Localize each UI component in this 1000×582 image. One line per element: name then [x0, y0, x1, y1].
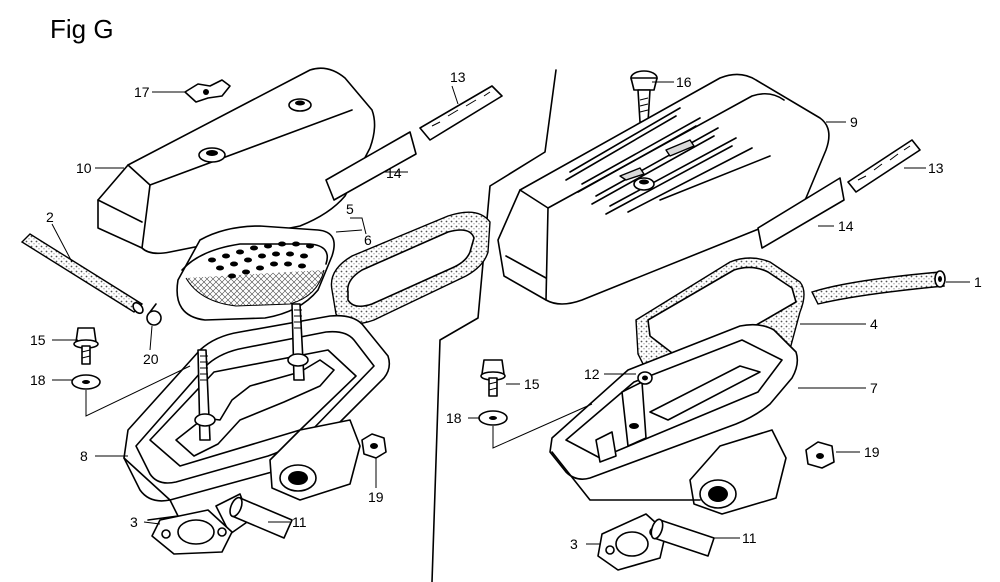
callout-8: 8	[80, 448, 88, 464]
nut-left	[361, 433, 387, 459]
small-washer	[637, 371, 653, 385]
callout-15-left: 15	[30, 332, 46, 348]
leader-lines	[51, 81, 970, 545]
figure-title: Fig G	[50, 14, 114, 44]
nut-right	[805, 441, 835, 469]
washer-right	[478, 410, 508, 426]
wing-nut	[184, 79, 231, 103]
callout-6: 6	[364, 232, 372, 248]
washer-left	[71, 374, 101, 390]
intake-gasket-left	[151, 509, 233, 555]
callout-3-right: 3	[570, 536, 578, 552]
air-cleaner-cover-left	[97, 67, 376, 255]
air-cleaner-base-left	[123, 303, 391, 535]
callout-5: 5	[346, 201, 354, 217]
callout-19-right: 19	[864, 444, 880, 460]
callout-14-left: 14	[386, 165, 402, 181]
callout-12: 12	[584, 366, 600, 382]
callout-13-right: 13	[928, 160, 944, 176]
callout-14-right: 14	[838, 218, 854, 234]
bolt-left	[73, 327, 99, 365]
callout-numbers: 17 10 2 20 15 18 8 3 11 19 13 14 5 6 16 …	[30, 69, 982, 552]
pipe-left	[229, 496, 293, 539]
air-cleaner-cover-right	[497, 73, 830, 305]
section-divider	[431, 69, 557, 582]
filter-holes	[208, 241, 314, 279]
breather-tube-right	[811, 270, 946, 305]
callout-19-left: 19	[368, 489, 384, 505]
hose-clip	[146, 303, 162, 326]
air-cleaner-base-right	[549, 323, 799, 515]
gasket-plate-right	[847, 139, 921, 193]
callout-20: 20	[143, 351, 159, 367]
callout-15-right: 15	[524, 376, 540, 392]
callout-1: 1	[974, 274, 982, 290]
gasket-plate-left	[419, 85, 503, 141]
callout-11-left: 11	[292, 514, 307, 530]
callout-9: 9	[850, 114, 858, 130]
callout-3-left: 3	[130, 514, 138, 530]
seal-strip-right	[757, 177, 845, 249]
callout-13-left: 13	[450, 69, 466, 85]
callout-2: 2	[46, 209, 54, 225]
callout-17: 17	[134, 84, 150, 100]
bolt-right	[480, 359, 506, 397]
seal-strip-left	[325, 131, 417, 201]
breather-tube	[20, 233, 144, 315]
cover-bolt	[630, 70, 658, 123]
callout-11-right: 11	[742, 530, 757, 546]
callout-16: 16	[676, 74, 692, 90]
callout-18-right: 18	[446, 410, 462, 426]
foam-element	[330, 211, 491, 325]
callout-4: 4	[870, 316, 878, 332]
pipe-right	[650, 518, 715, 557]
callout-7: 7	[870, 380, 878, 396]
callout-10: 10	[76, 160, 92, 176]
filter-element	[176, 225, 335, 321]
callout-18-left: 18	[30, 372, 46, 388]
